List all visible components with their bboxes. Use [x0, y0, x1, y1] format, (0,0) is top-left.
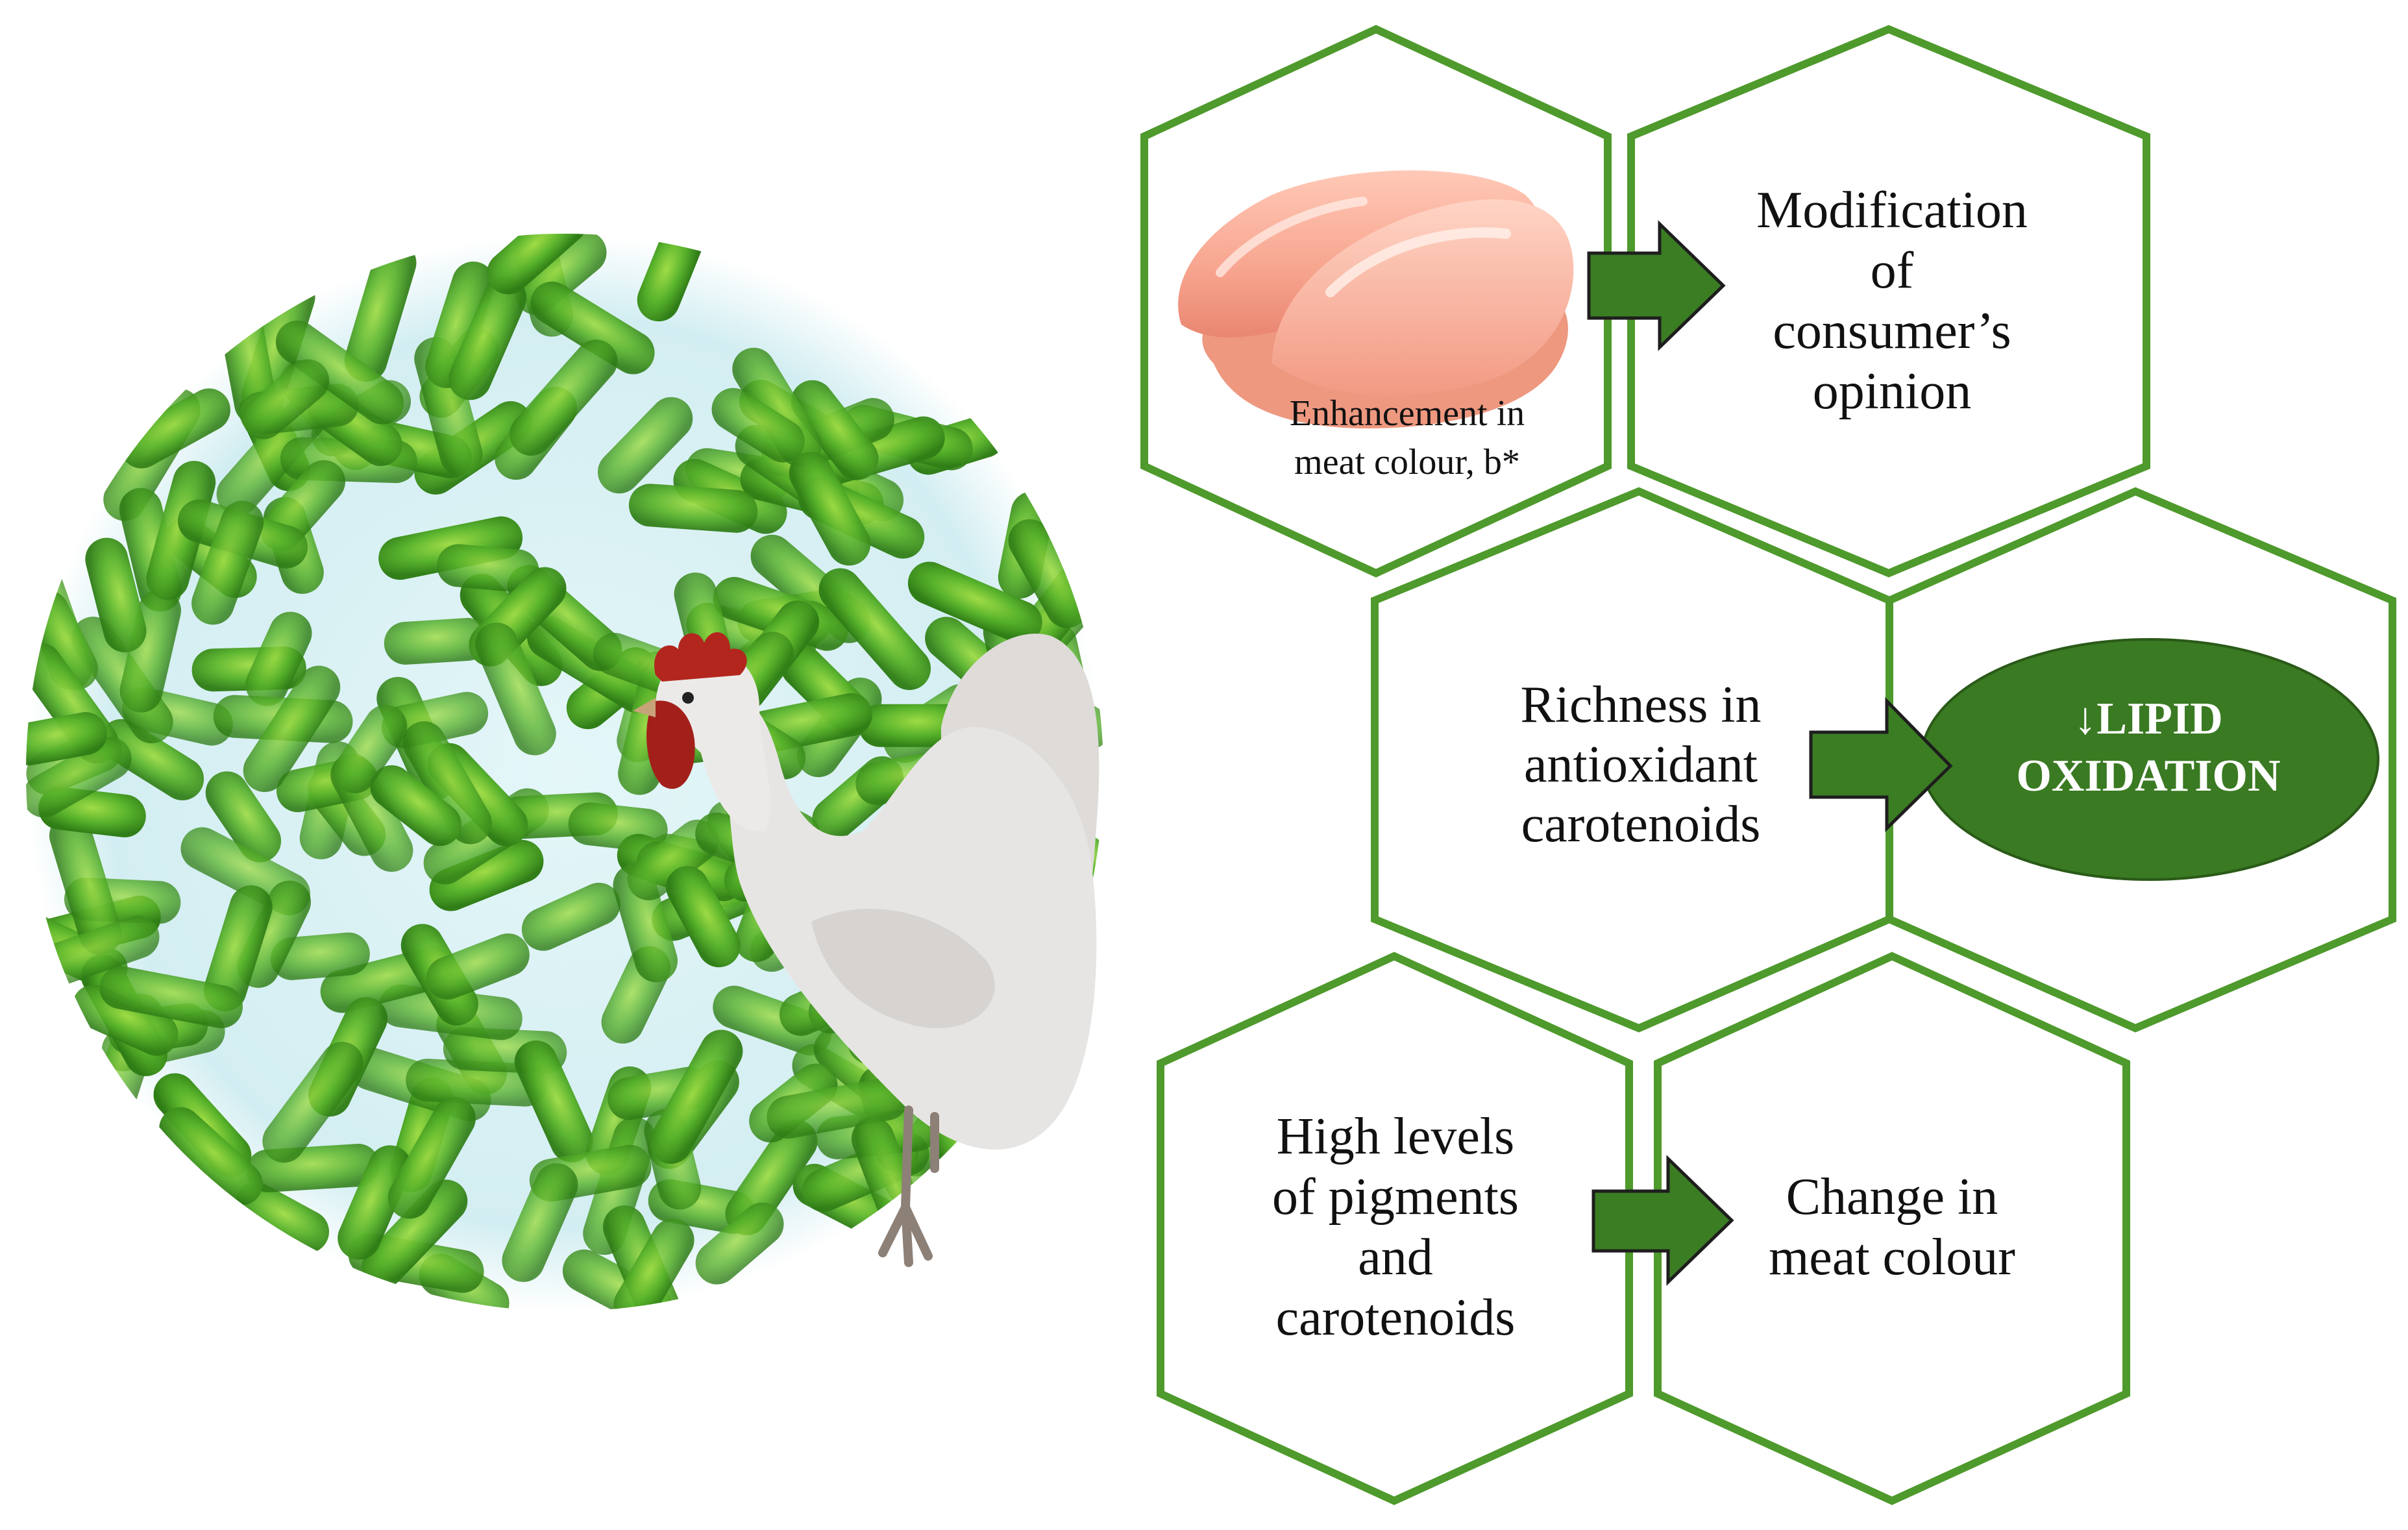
algae-cell [907, 561, 1042, 644]
consumer-line-3: consumer’s [1773, 302, 2011, 360]
algae-cell [598, 397, 693, 494]
algae-cell [270, 932, 370, 980]
algae-cell [370, 765, 461, 846]
consumer-label: Modification of consumer’s opinion [1756, 182, 2028, 420]
pigments-line-3: and [1358, 1229, 1433, 1286]
algae-cell [344, 241, 417, 382]
algae-cell [613, 1218, 694, 1311]
hexagon-pigments [1157, 952, 1633, 1505]
algae-cell [713, 985, 832, 1055]
algae-cell [725, 1120, 818, 1235]
hexagon-colour-change [1654, 952, 2130, 1505]
algae-cell [333, 704, 408, 793]
algae-cell [99, 719, 204, 800]
pigments-line-1: High levels [1277, 1108, 1515, 1165]
algae-cell [72, 984, 178, 1056]
antioxidant-label: Richness in antioxidant carotenoids [1520, 676, 1761, 853]
algae-cell [242, 359, 330, 439]
algae-cell [711, 388, 805, 463]
meat-caption-line-2: meat colour, b* [1294, 442, 1520, 482]
algae-cell [234, 1182, 329, 1253]
algae-cell [789, 452, 871, 566]
consumer-line-1: Modification [1756, 182, 2028, 239]
arrow-pigments-to-colour [1591, 1155, 1734, 1286]
algae-cell [521, 882, 620, 951]
algae-cell [243, 665, 341, 793]
antioxidant-line-2: antioxidant [1524, 736, 1758, 793]
chicken-icon [633, 632, 1100, 1267]
meat-caption-line-1: Enhancement in [1290, 393, 1525, 434]
algae-cell [159, 1107, 263, 1205]
arrows [1587, 220, 1953, 1286]
consumer-line-2: of [1871, 242, 1914, 299]
algae-cell [26, 712, 107, 766]
algae-cell [245, 611, 312, 706]
algae-cell [514, 1040, 593, 1163]
algae-cell [426, 933, 530, 1000]
pigments-line-4: carotenoids [1276, 1289, 1516, 1346]
algae-cell [510, 339, 618, 456]
algae-cell [767, 1078, 908, 1139]
arrow-meat-to-consumer [1587, 220, 1726, 351]
algae-cell [85, 537, 147, 652]
colour-change-line-2: meat colour [1769, 1229, 2015, 1286]
algae-cell [429, 839, 544, 911]
algae-cell [205, 771, 282, 863]
arrow-antioxidant-to-lipid [1809, 697, 1953, 832]
algae-cell [49, 814, 122, 955]
colour-change-line-1: Change in [1786, 1168, 1998, 1226]
hexagon-grid [1140, 25, 2396, 1505]
colour-change-label: Change in meat colour [1769, 1168, 2015, 1286]
algae-cell [262, 1041, 363, 1163]
algae-cell [627, 819, 719, 900]
algae-cell [791, 380, 879, 480]
meat-caption: Enhancement in meat colour, b* [1290, 393, 1525, 482]
algae-cell [437, 544, 539, 593]
algae-cell [628, 484, 758, 533]
antioxidant-line-3: carotenoids [1521, 796, 1761, 853]
lipid-label: ↓LIPID OXIDATION [2016, 694, 2280, 801]
algae-cell [191, 500, 264, 625]
algae-cell [448, 277, 527, 401]
algae-cell [425, 261, 495, 388]
algae-cell [120, 388, 230, 469]
algae-cell [818, 568, 931, 690]
algae-cell [666, 866, 741, 968]
algae-cell [502, 1163, 578, 1282]
spirulina-chicken-illustration [26, 234, 1103, 1311]
algae-cell [613, 864, 678, 983]
algae-cell [1008, 519, 1089, 628]
algae-cell [338, 1145, 412, 1260]
algae-cell [203, 885, 273, 1011]
algae-cell [362, 1179, 468, 1289]
hexagon-consumer [1627, 25, 2150, 578]
algae-cell [530, 281, 655, 375]
antioxidant-line-1: Richness in [1520, 676, 1761, 734]
algae-cell [26, 737, 132, 818]
algae-cell [119, 589, 181, 713]
algae-cell [387, 1097, 476, 1219]
algae-cell [384, 617, 489, 665]
pigments-label: High levels of pigments and carotenoids [1272, 1108, 1519, 1346]
algae-cell [402, 721, 492, 845]
lipid-line-1: ↓LIPID [2074, 694, 2222, 744]
pigments-line-2: of pigments [1272, 1168, 1519, 1226]
algae-cell [474, 623, 556, 756]
lipid-line-2: OXIDATION [2016, 751, 2280, 801]
algae-cell [99, 966, 243, 1028]
chicken-breast-icon [1178, 170, 1574, 428]
algae-cell [695, 1202, 784, 1285]
algae-cell [275, 320, 404, 425]
algae-cell [649, 1030, 743, 1164]
algae-cell [487, 234, 587, 295]
consumer-line-4: opinion [1813, 363, 1971, 420]
